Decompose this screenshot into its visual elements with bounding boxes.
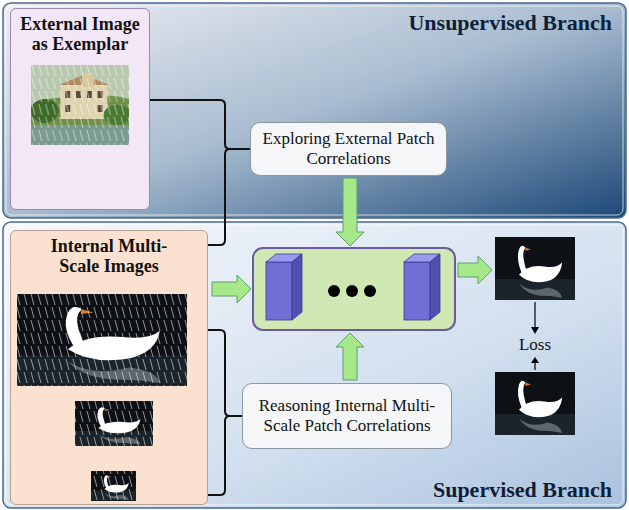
box-title: Internal Multi-Scale Images — [34, 231, 184, 276]
input-images-box: Internal Multi-Scale Images — [10, 230, 208, 505]
bracket-connector — [150, 100, 250, 149]
band-title: Unsupervised Branch — [408, 10, 612, 36]
bracket-connector — [208, 330, 242, 495]
process-text: Reasoning Internal Multi-Scale Patch Cor… — [243, 393, 451, 438]
branch-band: Unsupervised Branch External Image as Ex… — [3, 3, 626, 218]
process-box: Reasoning Internal Multi-Scale Patch Cor… — [242, 383, 452, 449]
process-text: Exploring External Patch Correlations — [251, 126, 446, 171]
network-box — [253, 248, 455, 330]
multi-scale-rainy-images — [16, 294, 202, 506]
exemplar-box: External Image as Exemplar — [10, 8, 150, 210]
bracket-connector — [208, 149, 250, 245]
rainy-exemplar-image — [31, 65, 129, 145]
loss-label: Loss — [505, 335, 565, 355]
band-title: Supervised Branch — [433, 477, 612, 503]
unsupervised-band-fill — [3, 3, 626, 218]
supervised-band-fill — [3, 222, 626, 508]
process-box: Exploring External Patch Correlations — [250, 122, 447, 176]
box-title: External Image as Exemplar — [13, 9, 147, 54]
flow-arrows — [212, 178, 492, 380]
branch-band: Supervised Branch Internal Multi-Scale I… — [3, 222, 626, 508]
output-images — [495, 237, 575, 435]
